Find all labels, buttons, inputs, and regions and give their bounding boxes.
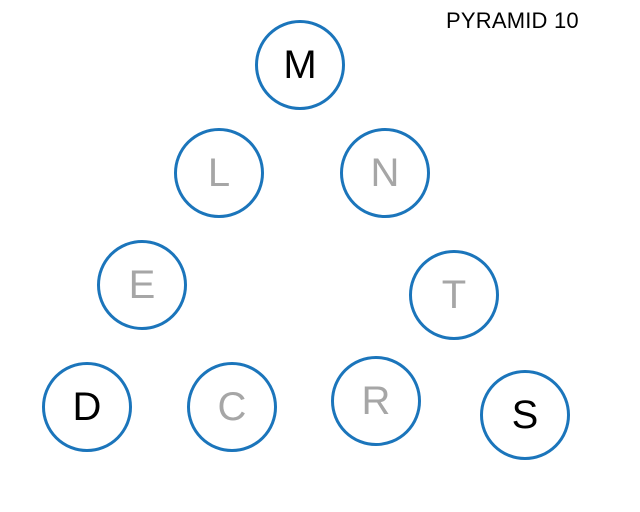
pyramid-node-c[interactable]: C (187, 362, 277, 452)
node-letter: S (511, 393, 539, 437)
node-letter: L (207, 151, 231, 195)
pyramid-node-e[interactable]: E (97, 240, 187, 330)
puzzle-title: PYRAMID 10 (446, 8, 579, 33)
node-letter: M (283, 43, 317, 87)
node-letter: N (370, 151, 400, 195)
node-letter: R (361, 379, 391, 423)
pyramid-node-n[interactable]: N (340, 128, 430, 218)
node-letter: E (128, 263, 156, 307)
pyramid-node-d[interactable]: D (42, 362, 132, 452)
node-letter: T (441, 273, 467, 317)
pyramid-node-l[interactable]: L (174, 128, 264, 218)
pyramid-node-s[interactable]: S (480, 370, 570, 460)
node-letter: D (72, 385, 102, 429)
pyramid-node-m[interactable]: M (255, 20, 345, 110)
pyramid-node-r[interactable]: R (331, 356, 421, 446)
pyramid-node-t[interactable]: T (409, 250, 499, 340)
node-letter: C (217, 385, 247, 429)
